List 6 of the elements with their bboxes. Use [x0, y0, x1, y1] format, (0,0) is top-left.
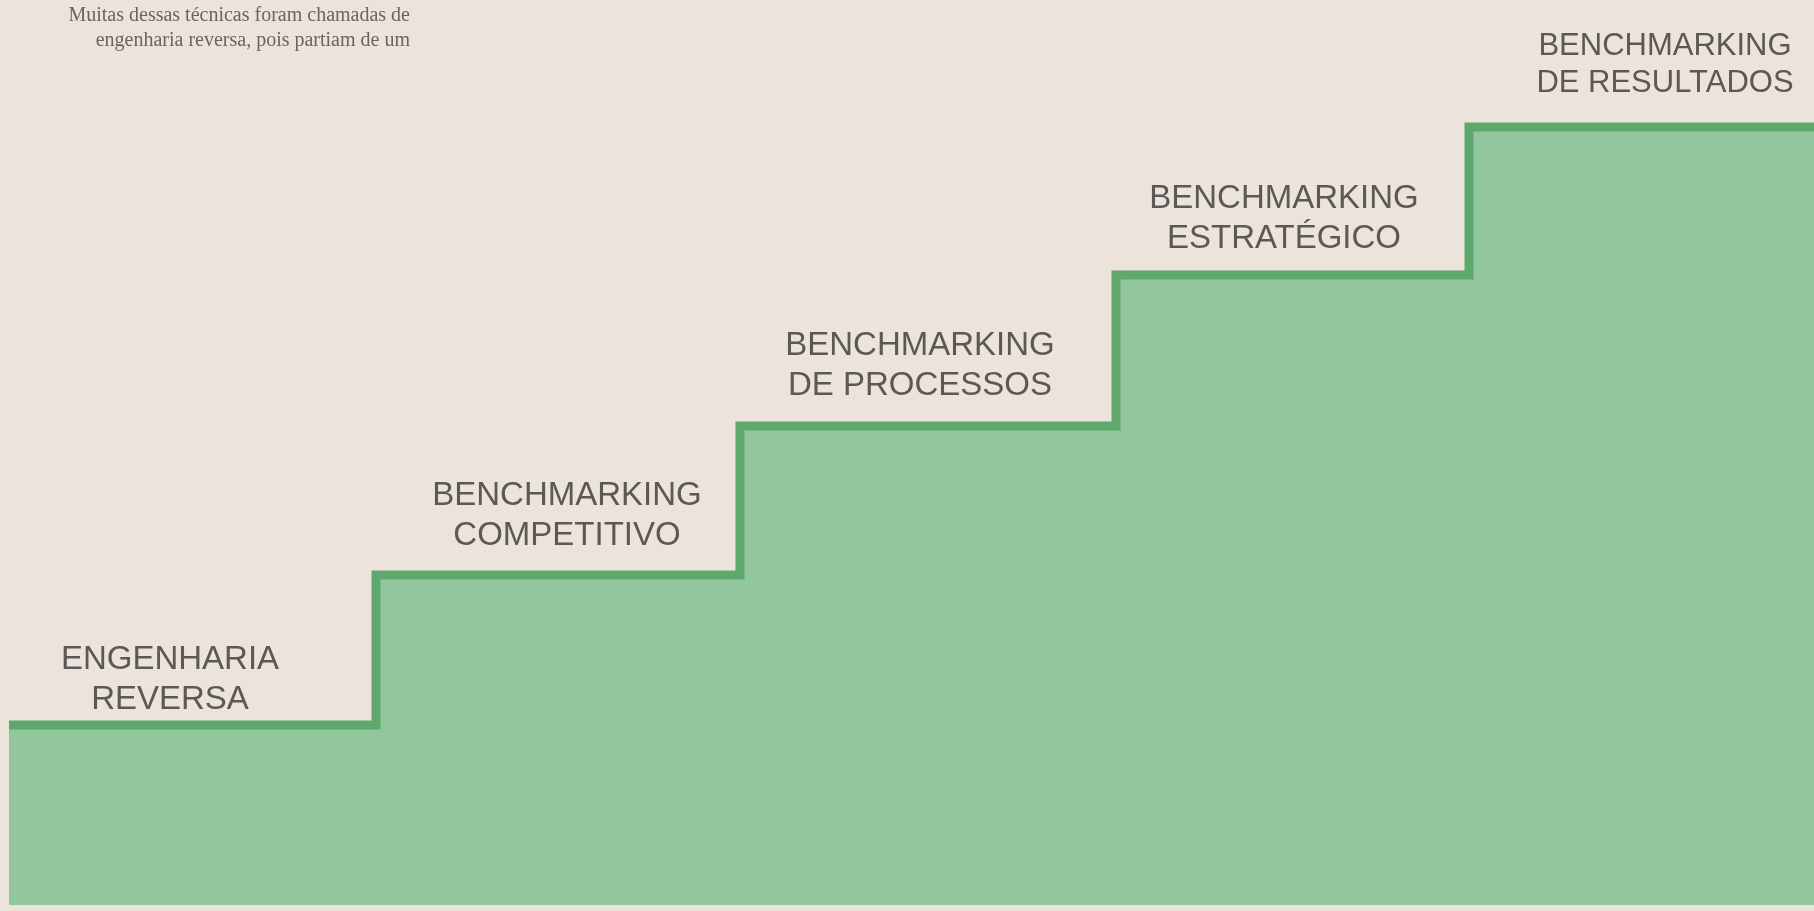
step-label: BENCHMARKING DE PROCESSOS	[784, 324, 1056, 404]
step-label: ENGENHARIA REVERSA	[59, 638, 281, 718]
step-label: BENCHMARKING COMPETITIVO	[431, 474, 703, 554]
intro-text: Muitas dessas técnicas foram chamadas de engenharia reversa, pois partiam de um	[67, 2, 410, 52]
step-label: BENCHMARKING DE RESULTADOS	[1535, 26, 1795, 101]
step-label: BENCHMARKING ESTRATÉGICO	[1148, 177, 1420, 257]
